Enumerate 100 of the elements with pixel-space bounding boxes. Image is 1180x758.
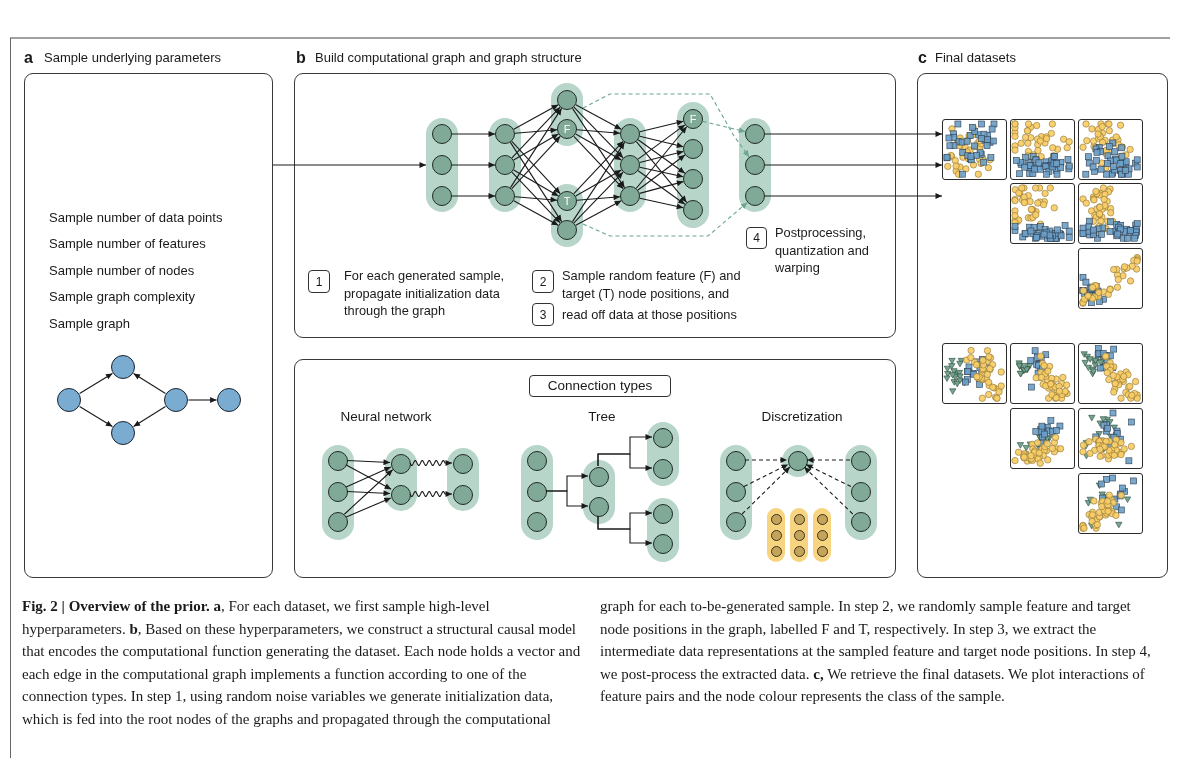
graph-node bbox=[391, 454, 411, 474]
arrow bbox=[764, 131, 943, 137]
graph-node bbox=[620, 124, 640, 144]
arrow bbox=[764, 162, 943, 168]
panel-letter: a bbox=[24, 49, 33, 67]
graph-node bbox=[453, 485, 473, 505]
arrow bbox=[597, 515, 653, 546]
graph-node bbox=[527, 451, 547, 471]
dashed-arrow bbox=[582, 201, 748, 237]
layer-band bbox=[767, 508, 785, 562]
layer-band bbox=[647, 498, 679, 562]
graph-node bbox=[653, 504, 673, 524]
scatter-plot bbox=[1010, 408, 1075, 469]
graph-node bbox=[770, 513, 782, 525]
graph-node bbox=[788, 451, 808, 471]
arrow bbox=[511, 106, 561, 159]
graph-node bbox=[589, 497, 609, 517]
step-number: 1 bbox=[308, 270, 330, 293]
panel-letter: b bbox=[296, 49, 306, 67]
wavy-arrow bbox=[409, 460, 453, 466]
graph-node bbox=[527, 512, 547, 532]
layer-band bbox=[447, 448, 479, 511]
graph-node bbox=[163, 387, 189, 413]
dashed-arrow bbox=[805, 463, 852, 488]
graph-node bbox=[770, 545, 782, 557]
arrow bbox=[346, 459, 391, 466]
scatter-plot bbox=[1078, 248, 1143, 309]
arrow bbox=[575, 169, 622, 197]
layer-band bbox=[647, 422, 679, 486]
graph-node bbox=[683, 169, 703, 189]
dashed-arrow bbox=[744, 457, 788, 463]
step-description: For each generated sample, propagate initialization data through the graph bbox=[344, 267, 506, 320]
graph-node bbox=[683, 109, 703, 129]
arrow bbox=[509, 141, 563, 223]
layer-band bbox=[385, 448, 417, 511]
graph-node bbox=[851, 482, 871, 502]
arrow bbox=[79, 372, 113, 395]
arrow bbox=[514, 127, 558, 134]
graph-node bbox=[557, 119, 577, 139]
dashed-arrow bbox=[582, 93, 750, 158]
parameter-label: Sample number of features bbox=[49, 236, 206, 252]
graph-node bbox=[328, 451, 348, 471]
step-description: read off data at those positions bbox=[562, 306, 738, 324]
step-description: Sample random feature (F) and target (T) node positions, and bbox=[562, 267, 742, 302]
graph-node bbox=[816, 529, 828, 541]
arrow bbox=[513, 104, 559, 130]
arrow bbox=[639, 135, 684, 148]
graph-node bbox=[495, 124, 515, 144]
arrow bbox=[764, 193, 943, 199]
arrow bbox=[513, 169, 559, 197]
graph-node bbox=[110, 420, 136, 446]
graph-node bbox=[56, 387, 82, 413]
scatter-plot bbox=[1078, 408, 1143, 469]
graph-node bbox=[793, 545, 805, 557]
parameter-label: Sample graph bbox=[49, 316, 130, 332]
arrow bbox=[345, 497, 392, 518]
panel-letter: c bbox=[918, 49, 927, 67]
scatter-plot bbox=[942, 119, 1007, 180]
arrow bbox=[637, 139, 686, 174]
arrow bbox=[451, 162, 496, 168]
graph-node bbox=[495, 186, 515, 206]
graph-node bbox=[653, 459, 673, 479]
layer-band bbox=[790, 508, 808, 562]
layer-band bbox=[720, 445, 752, 540]
graph-node bbox=[726, 512, 746, 532]
graph-node bbox=[432, 155, 452, 175]
graph-node bbox=[557, 90, 577, 110]
step-description: Postprocessing, quantization and warping bbox=[775, 224, 870, 277]
graph-node bbox=[557, 191, 577, 211]
node-label: F bbox=[689, 113, 697, 125]
step-number: 3 bbox=[532, 303, 554, 326]
arrow bbox=[509, 107, 563, 189]
arrow bbox=[573, 106, 624, 159]
graph-node bbox=[726, 482, 746, 502]
parameter-label: Sample graph complexity bbox=[49, 289, 195, 305]
graph-node bbox=[683, 200, 703, 220]
arrow bbox=[575, 200, 622, 226]
graph-node bbox=[683, 139, 703, 159]
graph-node bbox=[851, 451, 871, 471]
graph-node bbox=[620, 186, 640, 206]
layer-band bbox=[813, 508, 831, 562]
arrow bbox=[272, 162, 427, 168]
graph-node bbox=[726, 451, 746, 471]
dashed-arrow bbox=[803, 466, 854, 515]
panel-title: Build computational graph and graph structure bbox=[315, 50, 582, 66]
graph-node bbox=[328, 482, 348, 502]
graph-node bbox=[816, 545, 828, 557]
arrow bbox=[514, 196, 558, 203]
arrow bbox=[637, 154, 686, 191]
graph-node bbox=[793, 529, 805, 541]
layer-band bbox=[426, 118, 458, 212]
graph-node bbox=[745, 186, 765, 206]
layer-band bbox=[521, 445, 553, 540]
node-label: F bbox=[563, 123, 571, 135]
graph-node bbox=[328, 512, 348, 532]
dashed-arrow bbox=[743, 463, 789, 488]
scatter-plot bbox=[1078, 183, 1143, 244]
graph-node bbox=[110, 354, 136, 380]
panel-title: Sample underlying parameters bbox=[44, 50, 222, 66]
wavy-arrow bbox=[409, 491, 453, 497]
